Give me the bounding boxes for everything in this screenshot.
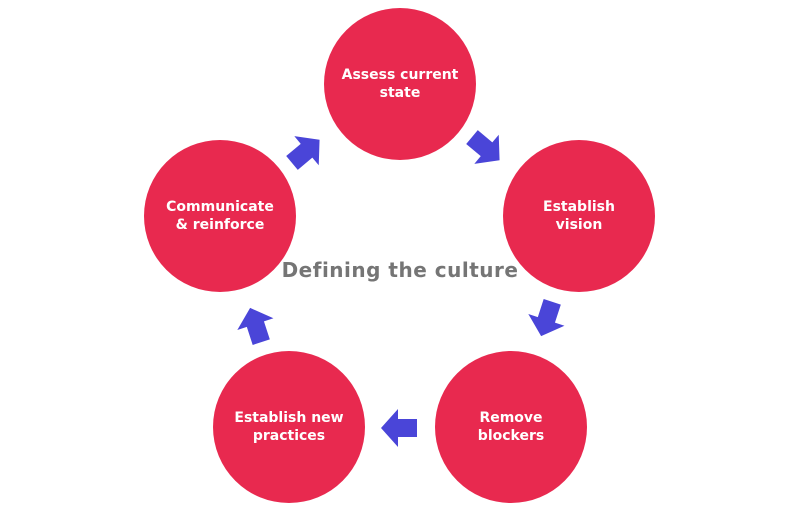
arrow-vision-to-blockers-icon (523, 295, 571, 342)
step-establish-new-practices: Establish new practices (213, 351, 365, 503)
arrow-communicate-to-assess-icon (279, 125, 332, 178)
step-label: Communicate & reinforce (166, 199, 274, 233)
diagram-title: Defining the culture (281, 258, 519, 282)
step-label: Assess current state (341, 67, 459, 101)
step-assess-current-state: Assess current state (324, 8, 476, 160)
arrow-blockers-to-practices-icon (381, 409, 417, 447)
arrow-practices-to-communicate-icon (232, 302, 280, 349)
step-establish-vision: Establish vision (503, 140, 655, 292)
arrow-assess-to-vision-icon (459, 122, 512, 175)
step-label: Establish vision (543, 199, 615, 233)
step-label: Establish new practices (234, 410, 344, 444)
step-label: Remove blockers (477, 410, 545, 444)
step-communicate-reinforce: Communicate & reinforce (144, 140, 296, 292)
step-remove-blockers: Remove blockers (435, 351, 587, 503)
